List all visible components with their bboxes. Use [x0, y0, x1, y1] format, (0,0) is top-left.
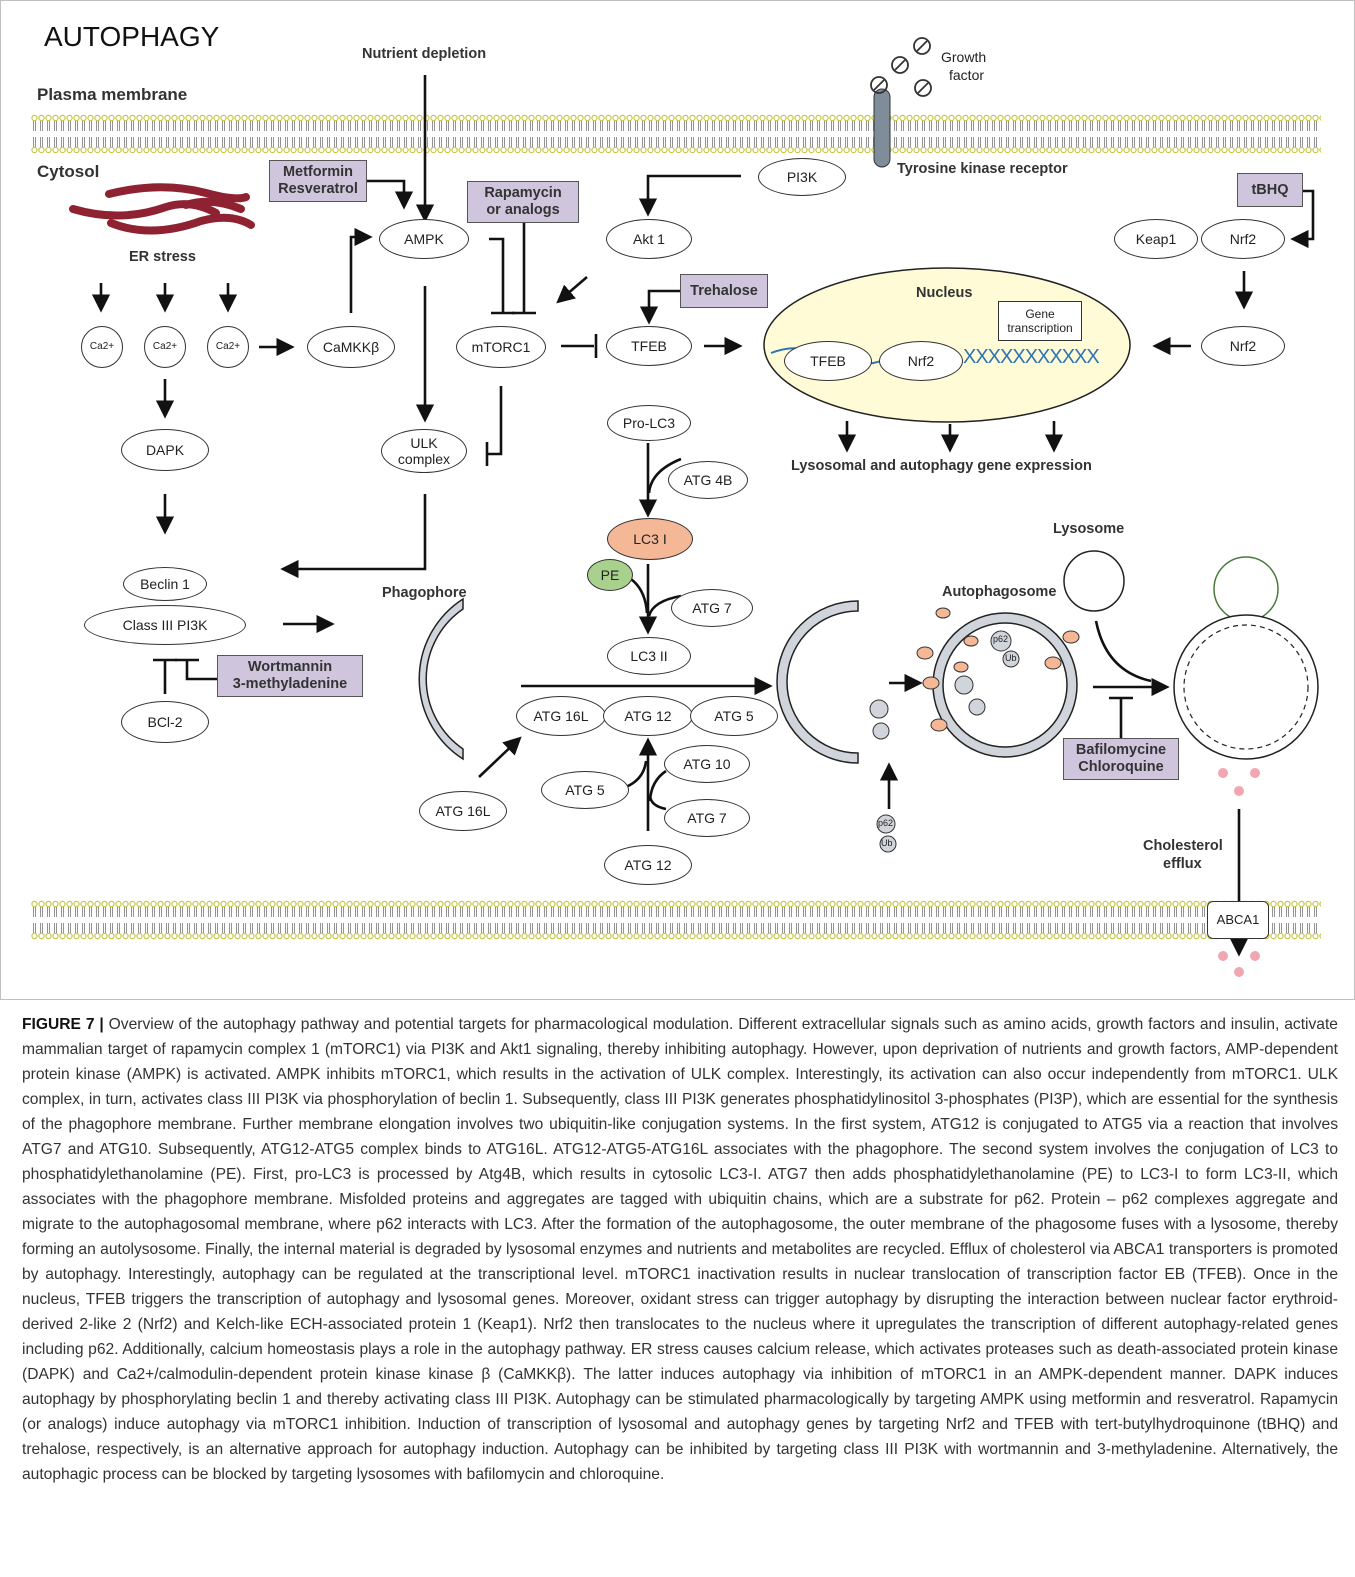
- ampk-node: AMPK: [379, 219, 469, 259]
- dapk-node: DAPK: [121, 429, 209, 471]
- akt1-node: Akt 1: [606, 219, 692, 259]
- rapamycin-analogs-label: or analogs: [486, 202, 560, 218]
- cholesterol-efflux-label-1: Cholesterol: [1143, 838, 1223, 854]
- tfeb-node: TFEB: [606, 326, 692, 366]
- calcium-ion-node: Ca2+: [144, 326, 186, 368]
- ub-label: Ub: [1005, 653, 1017, 663]
- abca1-transporter: ABCA1: [1207, 901, 1269, 939]
- prolc3-node: Pro-LC3: [607, 405, 691, 441]
- gene-transcription-box: Gene transcription: [998, 301, 1082, 341]
- mtorc1-node: mTORC1: [456, 326, 546, 368]
- ulk-complex-node: ULK complex: [381, 429, 467, 473]
- atg12-node: ATG 12: [604, 845, 692, 885]
- ulk-line-1: ULK: [410, 435, 438, 451]
- lysosome-label: Lysosome: [1053, 521, 1125, 537]
- atg12-node: ATG 12: [603, 696, 693, 736]
- beclin1-node: Beclin 1: [123, 567, 207, 601]
- cytosol-label: Cytosol: [37, 162, 100, 181]
- bafilomycine-box: Bafilomycine Chloroquine: [1063, 738, 1179, 780]
- metformin-label: Metformin: [282, 164, 354, 180]
- atg5-node: ATG 5: [541, 771, 629, 809]
- dna-strand: XXXXXXXXXXX: [963, 346, 1100, 368]
- wortmannin-label: Wortmannin: [247, 659, 333, 675]
- nutrient-depletion-label: Nutrient depletion: [362, 46, 487, 62]
- plasma-membrane-top: [31, 114, 1321, 154]
- metformin-resveratrol-box: Metformin Resveratrol: [269, 160, 367, 202]
- figure-label: FIGURE 7 |: [22, 1016, 104, 1033]
- atg7-node: ATG 7: [671, 589, 753, 627]
- wortmannin-box: Wortmannin 3-methyladenine: [217, 655, 363, 697]
- nrf2-nucleus-node: Nrf2: [879, 341, 963, 381]
- pi3k-node: PI3K: [758, 158, 846, 196]
- tyrosine-kinase-receptor-label: Tyrosine kinase receptor: [897, 161, 1068, 177]
- tbhq-box: tBHQ: [1237, 173, 1303, 207]
- lc3i-node: LC3 I: [607, 518, 693, 560]
- phagophore-label: Phagophore: [382, 585, 467, 601]
- camkkb-node: CaMKKβ: [307, 326, 395, 368]
- ub-label: Ub: [881, 838, 893, 848]
- er-stress-label: ER stress: [129, 249, 196, 265]
- atg16l-node: ATG 16L: [419, 791, 507, 831]
- pe-node: PE: [587, 559, 633, 591]
- tfeb-nucleus-node: TFEB: [784, 341, 872, 381]
- gene-expression-label: Lysosomal and autophagy gene expression: [791, 458, 1092, 474]
- atg16l-node: ATG 16L: [516, 696, 606, 736]
- resveratrol-label: Resveratrol: [278, 181, 358, 197]
- growth-factor-label-1: Growth: [941, 49, 987, 65]
- autophagosome-label: Autophagosome: [942, 584, 1057, 600]
- diagram-title: AUTOPHAGY: [44, 21, 220, 52]
- gene-transcription-line-1: Gene: [1025, 307, 1055, 321]
- plasma-membrane-label: Plasma membrane: [37, 85, 188, 104]
- bafilomycine-label: Bafilomycine: [1075, 742, 1167, 758]
- atg7-node: ATG 7: [664, 799, 750, 837]
- caption-text: Overview of the autophagy pathway and po…: [22, 1016, 1338, 1483]
- figure-caption: FIGURE 7 | Overview of the autophagy pat…: [22, 1012, 1338, 1487]
- rapamycin-label: Rapamycin: [484, 185, 562, 201]
- nrf2-node: Nrf2: [1201, 326, 1285, 366]
- chloroquine-label: Chloroquine: [1078, 759, 1164, 775]
- trehalose-box: Trehalose: [680, 274, 768, 308]
- nrf2-node: Nrf2: [1201, 219, 1285, 259]
- plasma-membrane-bottom: [31, 900, 1321, 940]
- nucleus-label: Nucleus: [916, 285, 973, 301]
- calcium-ion-node: Ca2+: [207, 326, 249, 368]
- atg10-node: ATG 10: [664, 745, 750, 783]
- rapamycin-box: Rapamycin or analogs: [467, 181, 579, 223]
- keap1-node: Keap1: [1114, 219, 1198, 259]
- methyladenine-label: 3-methyladenine: [232, 676, 348, 692]
- atg4b-node: ATG 4B: [668, 461, 748, 499]
- lc3ii-node: LC3 II: [607, 637, 691, 675]
- class-iii-pi3k-node: Class III PI3K: [84, 605, 246, 645]
- ulk-line-2: complex: [397, 451, 451, 467]
- gene-transcription-line-2: transcription: [1007, 321, 1073, 335]
- p62-label: p62: [993, 634, 1009, 644]
- p62-label: p62: [878, 818, 894, 828]
- growth-factor-label-2: factor: [949, 67, 985, 83]
- atg5-node: ATG 5: [690, 696, 778, 736]
- cholesterol-efflux-label-2: efflux: [1163, 856, 1202, 872]
- bcl2-node: BCl-2: [121, 701, 209, 743]
- calcium-ion-node: Ca2+: [81, 326, 123, 368]
- autophagy-diagram: AUTOPHAGY Plasma membrane Cytosol Nutrie…: [0, 0, 1355, 1000]
